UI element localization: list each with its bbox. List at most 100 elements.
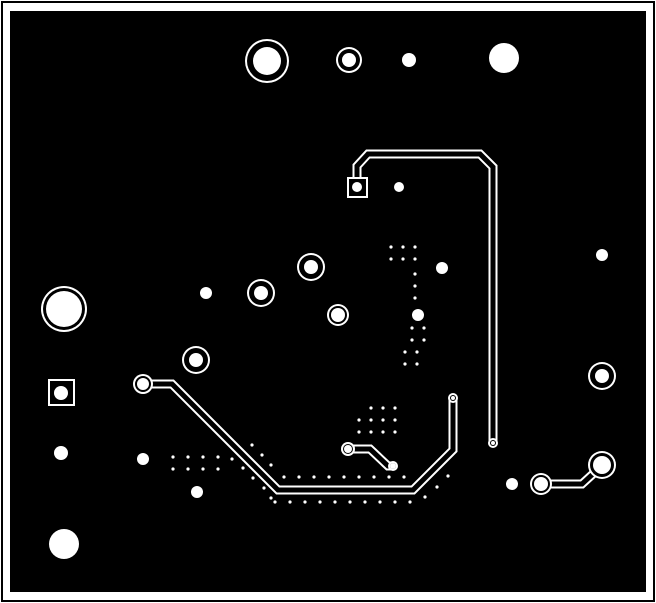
via-trace-end-drill [390, 463, 396, 469]
via-trace-top-drill [451, 396, 455, 400]
stitch-via [422, 326, 426, 330]
drill-hole [394, 182, 404, 192]
stitch-via [216, 467, 220, 471]
stitch-via [393, 418, 397, 422]
copper-pour [10, 11, 646, 592]
stitch-via [363, 500, 367, 504]
stitch-via [393, 430, 397, 434]
drill-hole [402, 53, 416, 67]
pad-c1-drill [304, 260, 318, 274]
drill-hole [596, 249, 608, 261]
stitch-via [186, 467, 190, 471]
drill-hole [489, 43, 519, 73]
stitch-via [393, 500, 397, 504]
stitch-via [378, 500, 382, 504]
plain-holes [49, 43, 608, 559]
pin1-left-drill [54, 386, 68, 400]
pad-right-2-drill [593, 456, 611, 474]
stitch-via [435, 485, 439, 489]
stitch-via [413, 272, 417, 276]
via-trace-right-drill [491, 441, 495, 445]
stitch-via [186, 455, 190, 459]
stitch-via [410, 326, 414, 330]
stitch-via [318, 500, 322, 504]
stitch-via [389, 257, 393, 261]
stitch-via [423, 495, 427, 499]
stitch-via [410, 338, 414, 342]
stitch-via [357, 418, 361, 422]
stitch-via [415, 350, 419, 354]
stitch-via [312, 475, 316, 479]
stitch-via [251, 476, 255, 480]
stitch-via [273, 500, 277, 504]
stitch-via [387, 475, 391, 479]
stitch-via [369, 406, 373, 410]
stitch-via [357, 475, 361, 479]
trace-top-loop [354, 151, 496, 446]
mh-left-drill [46, 291, 82, 327]
stitch-via [446, 474, 450, 478]
drill-hole [191, 486, 203, 498]
stitch-via [372, 475, 376, 479]
stitch-via [389, 245, 393, 249]
stitch-via [171, 455, 175, 459]
stitch-via [408, 500, 412, 504]
pad-trace-mid-drill [344, 445, 352, 453]
stitch-via [401, 257, 405, 261]
stitch-via [269, 496, 273, 500]
stitch-via [357, 430, 361, 434]
stitch-via [262, 486, 266, 490]
stitch-via [241, 466, 245, 470]
stitch-via [369, 418, 373, 422]
stitch-via [369, 430, 373, 434]
stitch-via [303, 500, 307, 504]
stitch-via [348, 500, 352, 504]
drill-hole [506, 478, 518, 490]
drill-hole [200, 287, 212, 299]
stitch-via [403, 362, 407, 366]
stitch-via [327, 475, 331, 479]
stitch-via [381, 430, 385, 434]
mh-top-left-drill [253, 47, 281, 75]
drill-hole [137, 453, 149, 465]
stitch-via [381, 418, 385, 422]
stitch-via [413, 284, 417, 288]
stitch-via [201, 467, 205, 471]
pad-trace-left-drill [137, 378, 149, 390]
pad-right-1-drill [595, 369, 609, 383]
stitch-via [393, 406, 397, 410]
stitch-via [413, 257, 417, 261]
stitch-via [269, 463, 273, 467]
stitch-via [171, 467, 175, 471]
stitch-via [250, 443, 254, 447]
pad-c4-drill [189, 353, 203, 367]
drill-hole [412, 309, 424, 321]
via-top-1-drill [342, 53, 356, 67]
stitch-via [422, 338, 426, 342]
drill-hole [54, 446, 68, 460]
stitch-via [342, 475, 346, 479]
stitch-via [403, 350, 407, 354]
stitch-via [297, 475, 301, 479]
stitch-via [260, 453, 264, 457]
stitch-via [230, 457, 234, 461]
stitch-via [216, 455, 220, 459]
pin1-top-drill [352, 182, 362, 192]
pad-bottom-right-drill [534, 477, 548, 491]
stitch-via [288, 500, 292, 504]
pad-c2-drill [254, 286, 268, 300]
stitch-via [415, 362, 419, 366]
stitching-vias [171, 245, 450, 504]
stitch-via [402, 475, 406, 479]
ringed-holes [41, 39, 616, 495]
pad-c3-drill [331, 308, 345, 322]
trace-bottom-long [140, 381, 456, 493]
stitch-via [201, 455, 205, 459]
drill-hole [49, 529, 79, 559]
stitch-via [401, 245, 405, 249]
stitch-via [413, 245, 417, 249]
